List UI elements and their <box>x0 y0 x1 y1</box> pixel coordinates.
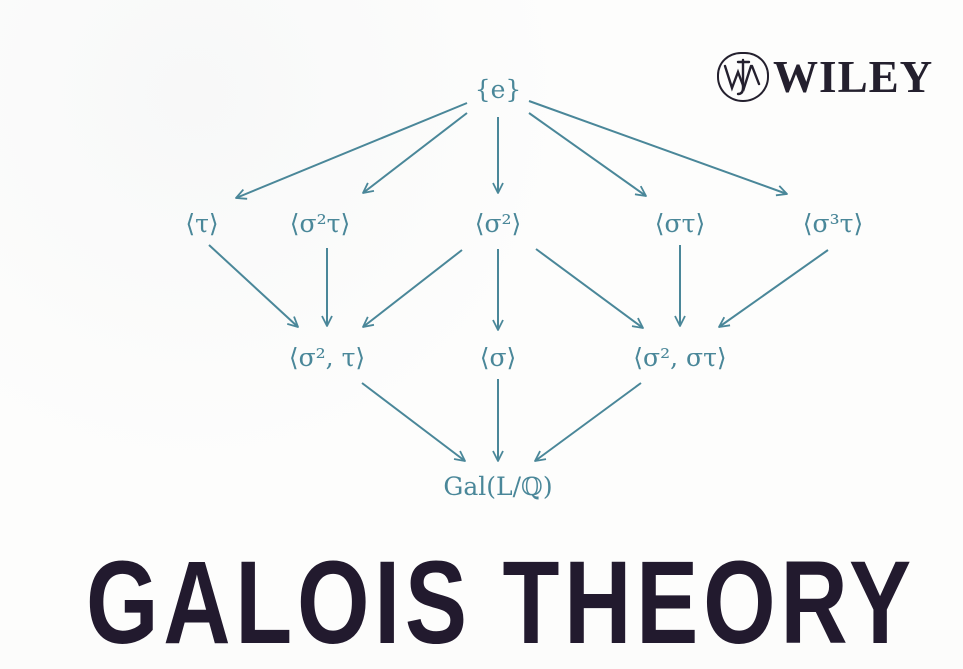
lattice-node-sigma2-tau: ⟨σ²τ⟩ <box>289 209 351 238</box>
subgroup-lattice-arrows <box>208 100 829 462</box>
lattice-node-sigma2-comma-tau: ⟨σ², τ⟩ <box>288 343 366 372</box>
lattice-node-trivial-group: {e} <box>474 75 522 104</box>
lattice-node-tau: ⟨τ⟩ <box>185 209 219 238</box>
lattice-node-sigma-tau: ⟨στ⟩ <box>654 209 706 238</box>
publisher-logo: WILEY <box>717 50 936 104</box>
lattice-node-sigma2-comma-sigma-tau: ⟨σ², στ⟩ <box>633 343 727 372</box>
lattice-node-sigma2: ⟨σ²⟩ <box>474 209 522 238</box>
publisher-name: WILEY <box>773 51 934 102</box>
lattice-node-sigma3-tau: ⟨σ³τ⟩ <box>802 209 864 238</box>
wiley-jw-monogram-icon <box>717 52 769 102</box>
book-title: GALOIS THEORY <box>86 537 916 669</box>
lattice-node-sigma: ⟨σ⟩ <box>479 343 517 372</box>
lattice-node-galois-group: Gal(L/ℚ) <box>443 472 553 501</box>
